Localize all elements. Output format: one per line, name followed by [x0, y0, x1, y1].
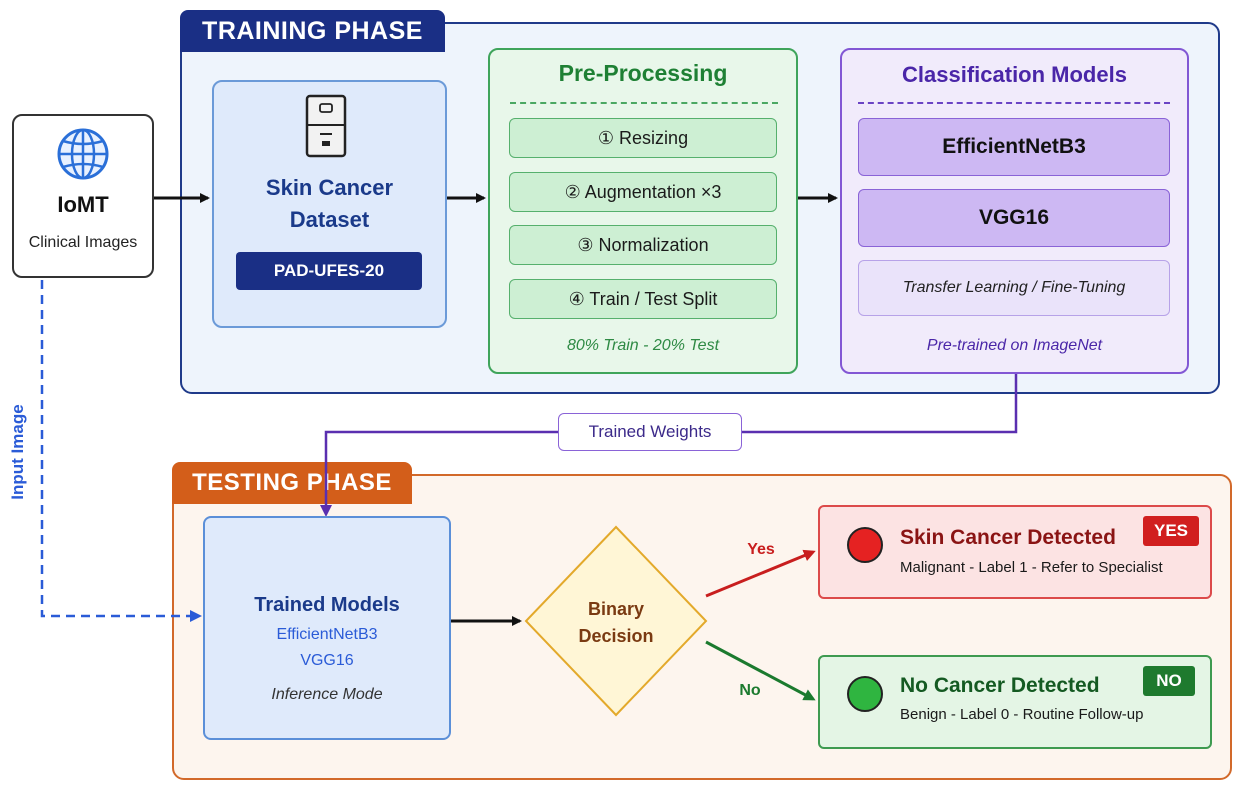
dataset-title-line2: Dataset: [289, 207, 370, 232]
no-branch-label: No: [739, 682, 761, 699]
dataset-title-line1: Skin Cancer: [265, 175, 394, 200]
preprocessing-divider: [510, 102, 778, 104]
iomt-subtitle: Clinical Images: [28, 234, 138, 251]
no-cancer-detail: Benign - Label 0 - Routine Follow-up: [900, 706, 1144, 723]
decision-line2: Decision: [578, 626, 654, 646]
trained-models-box: [203, 516, 451, 740]
no-cancer-title: No Cancer Detected: [900, 674, 1100, 697]
yes-branch-label: Yes: [747, 541, 775, 558]
trained-model-efficientnetb3: EfficientNetB3: [276, 626, 378, 643]
binary-decision-label: Binary Decision: [556, 596, 676, 650]
model-vgg16: VGG16: [858, 189, 1170, 247]
testing-phase-title: TESTING PHASE: [172, 462, 412, 504]
yes-badge: YES: [1143, 516, 1199, 546]
classification-title: Classification Models: [902, 62, 1127, 87]
training-phase-title: TRAINING PHASE: [180, 10, 445, 52]
model-efficientnetb3: EfficientNetB3: [858, 118, 1170, 176]
preprocessing-title: Pre-Processing: [558, 60, 728, 86]
preprocessing-step-resizing: ① Resizing: [509, 118, 777, 158]
trained-weights-label: Trained Weights: [558, 413, 742, 451]
preprocessing-step-normalization: ③ Normalization: [509, 225, 777, 265]
input-image-label: Input Image: [8, 404, 27, 500]
iomt-title: IoMT: [57, 192, 109, 217]
transfer-learning-label: Transfer Learning / Fine-Tuning: [858, 260, 1170, 316]
dataset-title: Skin Cancer Dataset: [212, 172, 447, 236]
trained-models-title: Trained Models: [254, 594, 400, 616]
inference-mode-label: Inference Mode: [271, 686, 383, 703]
preprocessing-footnote: 80% Train - 20% Test: [566, 337, 720, 354]
trained-model-vgg16: VGG16: [300, 652, 354, 669]
preprocessing-step-augmentation: ② Augmentation ×3: [509, 172, 777, 212]
cancer-detected-detail: Malignant - Label 1 - Refer to Specialis…: [900, 559, 1163, 576]
no-badge: NO: [1143, 666, 1195, 696]
dataset-name-badge: PAD-UFES-20: [236, 252, 422, 290]
cancer-detected-title: Skin Cancer Detected: [900, 526, 1116, 549]
classification-footnote: Pre-trained on ImageNet: [926, 337, 1103, 354]
classification-divider: [858, 102, 1170, 104]
preprocessing-step-split: ④ Train / Test Split: [509, 279, 777, 319]
decision-line1: Binary: [587, 599, 645, 619]
